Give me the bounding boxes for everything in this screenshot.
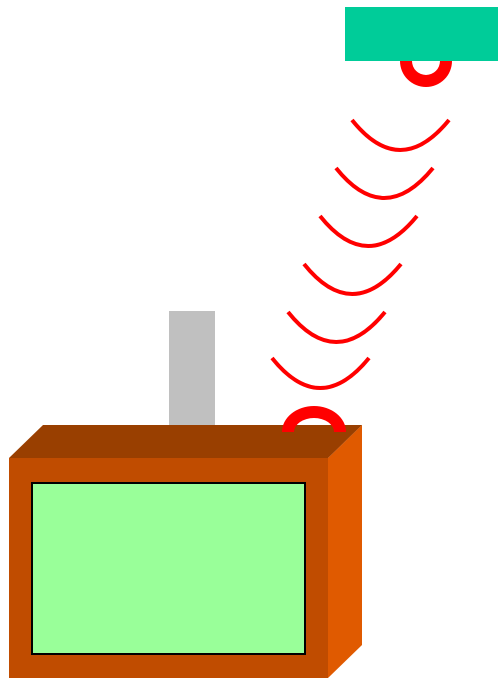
signal-wave-arc	[288, 312, 385, 342]
tv-screen	[32, 483, 305, 654]
tv-box-top	[9, 425, 362, 458]
signal-waves	[272, 120, 449, 388]
receiver-panel	[345, 7, 498, 61]
signal-wave-arc	[304, 264, 401, 294]
signal-wave-arc	[352, 120, 449, 150]
signal-wave-arc	[336, 168, 433, 198]
antenna-mast	[169, 311, 215, 434]
receiver-dish-icon	[400, 61, 452, 87]
signal-wave-arc	[320, 216, 417, 246]
tv-box-side	[328, 425, 362, 678]
signal-wave-arc	[272, 358, 369, 388]
